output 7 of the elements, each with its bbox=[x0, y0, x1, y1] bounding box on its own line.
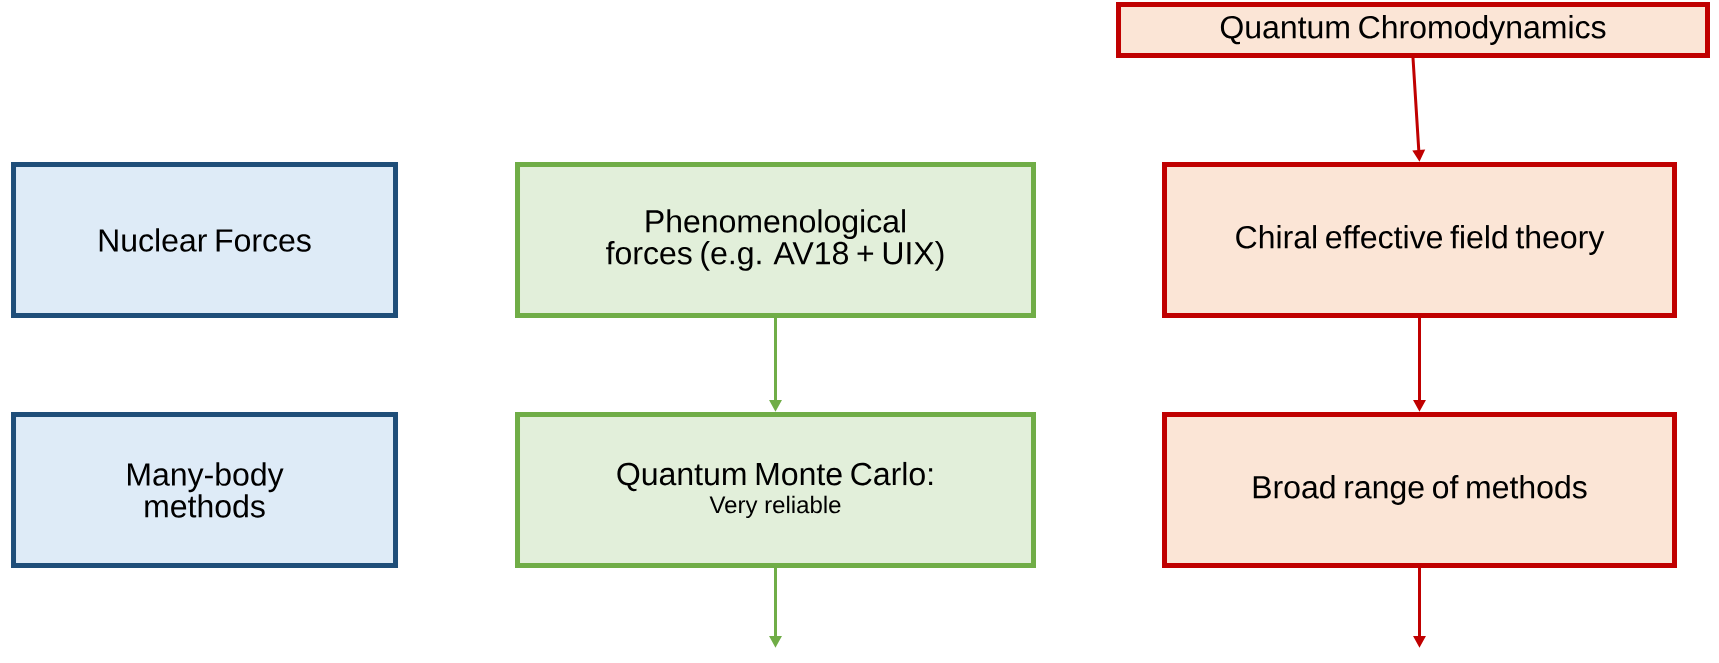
process-box: Phenomenological forces (e.g. AV18 + UIX) bbox=[515, 162, 1036, 318]
category-box: Many-body methods bbox=[11, 412, 398, 568]
process-box: Chiral effective field theory bbox=[1162, 162, 1677, 318]
process-box: Quantum Chromodynamics bbox=[1116, 2, 1710, 58]
category-box: Nuclear Forces bbox=[11, 162, 398, 318]
process-box: Broad range of methods bbox=[1162, 412, 1677, 568]
process-box: Quantum Monte Carlo: Very reliable bbox=[515, 412, 1036, 568]
